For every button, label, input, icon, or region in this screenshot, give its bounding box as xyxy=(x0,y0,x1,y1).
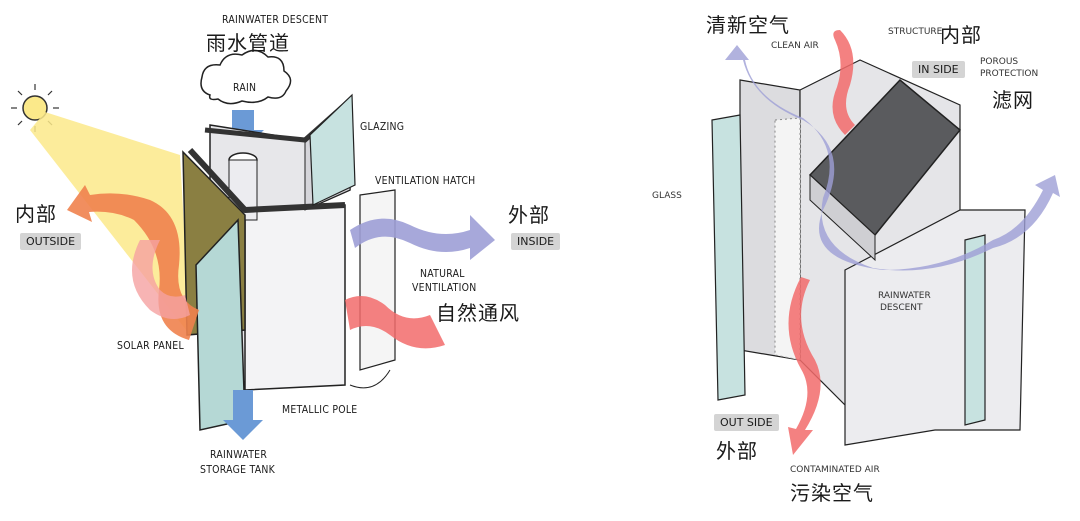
ventilation-flow-arrow xyxy=(350,215,495,260)
natural-ventilation-cn-label: 自然通风 xyxy=(436,301,520,325)
ventilation-hatch xyxy=(359,189,396,371)
filter-cn-label: 滤网 xyxy=(992,88,1034,112)
left-diagram xyxy=(11,49,495,440)
structure-label: STRUCTURE xyxy=(888,27,943,37)
inside-tag-right: IN SIDE xyxy=(912,61,965,78)
glazing-label: GLAZING xyxy=(360,120,405,133)
sun-icon xyxy=(11,84,59,132)
clean-air-cn-label: 清新空气 xyxy=(706,13,790,37)
glazing-panel xyxy=(309,93,356,206)
glass-label: GLASS xyxy=(652,191,682,201)
outside-tag: OUTSIDE xyxy=(20,233,82,250)
interior-cn-label-right: 内部 xyxy=(940,23,982,47)
interior-cn-label: 内部 xyxy=(15,202,57,226)
rainwater-descent-label: RAINWATER DESCENT xyxy=(222,13,329,26)
rainwater-descent-cn-label: 雨水管道 xyxy=(206,31,290,55)
glass-panel-right xyxy=(711,114,746,401)
rain-cloud-icon xyxy=(200,49,292,105)
natural-ventilation-label-1: NATURAL xyxy=(420,267,465,280)
rainwater-descent-label-1: RAINWATER xyxy=(878,291,931,301)
porous-label-2: PROTECTION xyxy=(980,69,1039,79)
exterior-cn-label-right: 外部 xyxy=(716,439,758,463)
porous-label-1: POROUS xyxy=(980,57,1019,67)
storage-tank-arrow-icon xyxy=(223,390,263,440)
right-diagram xyxy=(711,30,1060,455)
rain-label: RAIN xyxy=(233,81,257,94)
clean-air-label: CLEAN AIR xyxy=(771,41,819,51)
ventilation-hatch-label: VENTILATION HATCH xyxy=(375,174,476,187)
metallic-pole-label: METALLIC POLE xyxy=(282,403,358,416)
polluted-air-cn-label: 污染空气 xyxy=(790,481,874,505)
storage-tank-label-2: STORAGE TANK xyxy=(200,463,276,476)
natural-ventilation-arrow xyxy=(345,296,445,349)
contaminated-air-label: CONTAMINATED AIR xyxy=(790,465,880,475)
storage-tank-label-1: RAINWATER xyxy=(210,448,268,461)
natural-ventilation-label-2: VENTILATION xyxy=(412,281,477,294)
exterior-cn-label: 外部 xyxy=(508,203,550,227)
inside-tag: INSIDE xyxy=(511,233,561,250)
rainwater-descent-label-2: DESCENT xyxy=(880,303,923,313)
solar-panel-label: SOLAR PANEL xyxy=(117,339,184,352)
polluted-air-flow-arrow xyxy=(788,30,855,455)
outside-tag-right: OUT SIDE xyxy=(714,414,779,431)
